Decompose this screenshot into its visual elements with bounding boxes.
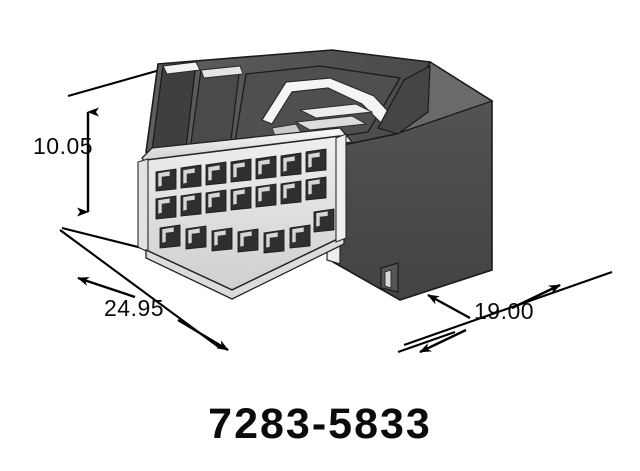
connector-bottom-tab-highlight xyxy=(384,269,392,289)
connector-face-left-edge xyxy=(137,158,149,253)
connector-latch-crossbar xyxy=(298,103,374,119)
part-number-label: 7283-5833 xyxy=(208,400,432,448)
connector-rib-left-highlight xyxy=(162,61,201,75)
dimension-height-label: 10.05 xyxy=(33,133,94,159)
dimension-width-label: 24.95 xyxy=(104,295,165,321)
extension-line-right-upper xyxy=(403,271,613,346)
dimension-width-arrows xyxy=(77,276,229,352)
cavity-retention-tabs xyxy=(157,151,329,249)
extension-line-top-left xyxy=(67,68,161,98)
connector-latch-crossbar-lower xyxy=(294,115,368,131)
connector-rib-right xyxy=(377,64,431,135)
dimension-depth-extension xyxy=(397,331,456,353)
dimension-lines xyxy=(59,68,613,349)
connector-housing xyxy=(137,49,494,301)
connector-face-right-edge xyxy=(335,133,347,243)
connector-bottom-front-edge xyxy=(145,234,345,300)
connector-rib-second-highlight xyxy=(200,65,244,79)
dimension-depth-arrows xyxy=(419,283,561,354)
cavity-grid xyxy=(155,148,335,254)
extension-line-mid-left xyxy=(61,226,151,252)
dimension-depth-label: 19.00 xyxy=(474,298,535,324)
